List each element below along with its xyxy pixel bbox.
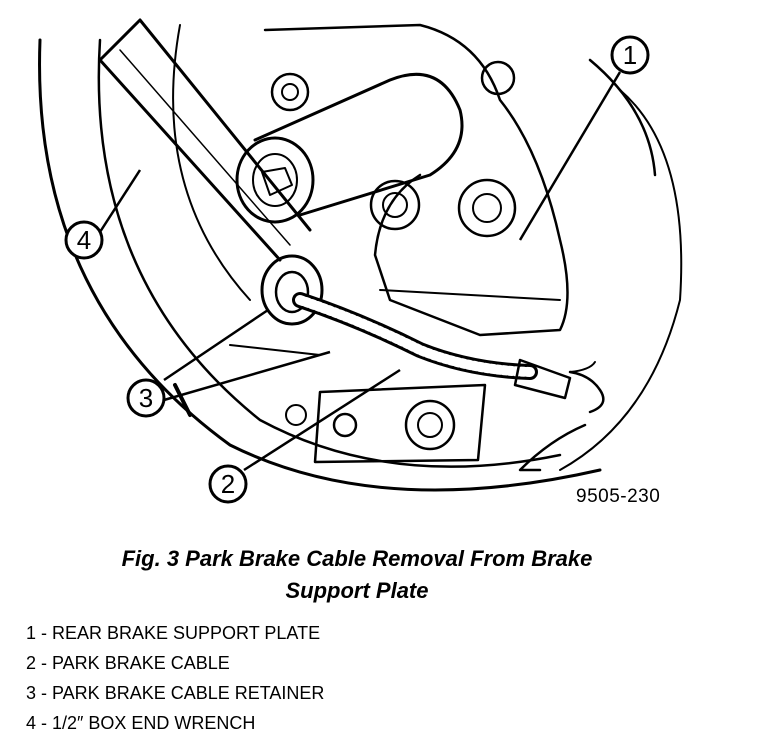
diagram-illustration: 1 2 3 4 <box>38 18 683 504</box>
legend-item: 4 - 1/2″ BOX END WRENCH <box>26 713 256 733</box>
figure-id-label: 9505-230 <box>576 486 661 507</box>
caption-line-1: Fig. 3 Park Brake Cable Removal From Bra… <box>121 546 593 571</box>
callout-1-circle <box>610 35 650 75</box>
support-plate-outline <box>38 38 602 492</box>
caption-line-2: Support Plate <box>285 578 429 603</box>
leader-line-3b <box>163 350 331 402</box>
parts-legend: 1 - REAR BRAKE SUPPORT PLATE 2 - PARK BR… <box>26 618 324 738</box>
callout-4-circle <box>64 220 104 260</box>
legend-item: 3 - PARK BRAKE CABLE RETAINER <box>26 683 325 703</box>
callout-3-circle <box>126 378 166 418</box>
callout-1-number: 1 <box>623 40 637 70</box>
cable-end-fitting <box>513 358 572 400</box>
legend-item: 2 - PARK BRAKE CABLE <box>26 653 230 673</box>
figure-caption: Fig. 3 Park Brake Cable Removal From Bra… <box>0 543 714 607</box>
retainer-bracket <box>313 383 487 464</box>
bolt-icon <box>270 72 310 112</box>
callout-3-number: 3 <box>139 383 153 413</box>
axle-shaft-end <box>235 136 315 224</box>
callout-4-number: 4 <box>77 225 91 255</box>
bolt-icon <box>457 178 517 238</box>
bolt-icon <box>369 179 421 231</box>
leader-line-4 <box>98 169 142 233</box>
legend-item: 1 - REAR BRAKE SUPPORT PLATE <box>26 623 321 643</box>
leader-line-1 <box>518 71 622 241</box>
callout-2-circle <box>208 464 248 504</box>
axle-housing <box>263 23 569 337</box>
callout-2-number: 2 <box>221 469 235 499</box>
leader-line-2 <box>243 368 401 472</box>
box-end-wrench <box>98 18 312 262</box>
bolt-icon <box>480 60 516 96</box>
axle-shaft <box>253 72 464 217</box>
leader-line-3a <box>163 308 269 382</box>
